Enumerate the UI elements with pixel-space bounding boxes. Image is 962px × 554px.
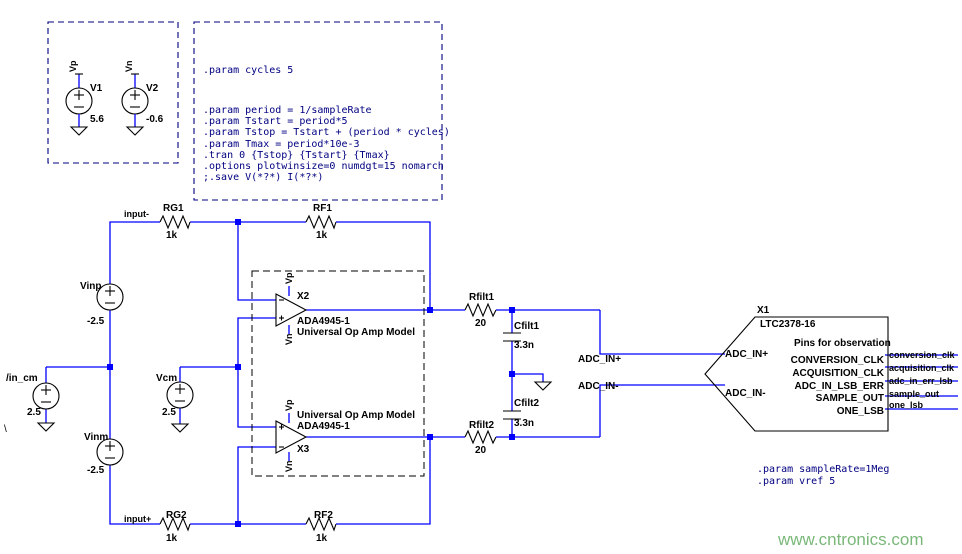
directive-line: .param sampleRate=1Meg bbox=[757, 464, 889, 475]
svg-text:Vp: Vp bbox=[284, 399, 294, 411]
opamp-x2[interactable]: Vp Vn X2 ADA4945-1 Universal Op Amp Mode… bbox=[275, 272, 415, 345]
resistor-rf2[interactable]: RF2 1k bbox=[305, 510, 337, 544]
svg-text:Vp: Vp bbox=[284, 272, 294, 284]
svg-text:1k: 1k bbox=[166, 230, 178, 241]
svg-text:SAMPLE_OUT: SAMPLE_OUT bbox=[816, 393, 884, 404]
svg-text:ADA4945-1: ADA4945-1 bbox=[297, 421, 350, 432]
supply-v2[interactable]: Vn V2 -0.6 bbox=[121, 60, 164, 136]
supply-v1[interactable]: Vp V1 5.6 bbox=[65, 60, 104, 136]
source-vinp[interactable]: Vinp -2.5 bbox=[80, 281, 124, 327]
net-label-input-minus: input- bbox=[124, 209, 149, 219]
svg-text:-0.6: -0.6 bbox=[146, 114, 164, 125]
svg-text:1k: 1k bbox=[316, 230, 328, 241]
svg-text:Vcm: Vcm bbox=[156, 373, 177, 384]
adc-ltc2378-16[interactable]: X1 LTC2378-16 Pins for observation ADC_I… bbox=[704, 305, 891, 432]
resistor-rg1[interactable]: RG1 1k bbox=[159, 203, 191, 241]
directive-line: .param Tstart = period*5 bbox=[203, 116, 348, 127]
svg-text:ACQUISITION_CLK: ACQUISITION_CLK bbox=[792, 368, 884, 379]
svg-text:ONE_LSB: ONE_LSB bbox=[837, 406, 884, 417]
svg-text:Cfilt1: Cfilt1 bbox=[514, 321, 539, 332]
svg-text:Pins for observation: Pins for observation bbox=[794, 338, 891, 349]
directive-line: .param period = 1/sampleRate bbox=[203, 105, 372, 116]
svg-text:Vinp: Vinp bbox=[80, 281, 101, 292]
source-vinm[interactable]: Vinm -2.5 bbox=[84, 432, 124, 476]
svg-text:Vn: Vn bbox=[284, 460, 294, 472]
svg-text:3.3n: 3.3n bbox=[514, 340, 534, 351]
svg-text:sample_out: sample_out bbox=[889, 389, 939, 399]
svg-text:3.3n: 3.3n bbox=[514, 418, 534, 429]
directive-line: .param cycles 5 bbox=[203, 65, 293, 76]
directive-line: .tran 0 {Tstop} {Tstart} {Tmax} bbox=[203, 150, 390, 161]
directive-line: .param vref 5 bbox=[757, 476, 835, 487]
junctions bbox=[107, 219, 515, 527]
svg-text:adc_in_err_lsb: adc_in_err_lsb bbox=[889, 376, 953, 386]
net-label-adc-in-minus: ADC_IN- bbox=[578, 381, 619, 392]
svg-text:X1: X1 bbox=[757, 305, 770, 316]
svg-text:RG1: RG1 bbox=[163, 203, 184, 214]
svg-text:Vinm: Vinm bbox=[84, 432, 108, 443]
svg-text:Vp: Vp bbox=[68, 60, 78, 72]
opamp-x3[interactable]: Vp Vn Universal Op Amp Model ADA4945-1 X… bbox=[275, 399, 415, 472]
svg-text:2.5: 2.5 bbox=[27, 407, 41, 418]
svg-text:V1: V1 bbox=[90, 83, 103, 94]
svg-text:Rfilt2: Rfilt2 bbox=[469, 420, 494, 431]
svg-text:one_lsb: one_lsb bbox=[889, 400, 924, 410]
svg-text:RF2: RF2 bbox=[314, 510, 333, 521]
resistor-rf1[interactable]: RF1 1k bbox=[305, 203, 337, 241]
svg-text:X2: X2 bbox=[297, 291, 310, 302]
svg-text:Vn: Vn bbox=[124, 60, 134, 72]
svg-text:-2.5: -2.5 bbox=[87, 316, 105, 327]
adc-output-labels: conversion_clk acquisition_clk adc_in_er… bbox=[889, 350, 956, 410]
svg-text:Cfilt2: Cfilt2 bbox=[514, 398, 539, 409]
watermark: www.cntronics.com bbox=[777, 530, 923, 549]
resistor-rg2[interactable]: RG2 1k bbox=[159, 510, 191, 544]
directive-line: .options plotwinsize=0 numdgt=15 nomarch bbox=[203, 161, 444, 172]
backslash-label: \ bbox=[4, 424, 7, 435]
net-label-input-plus: input+ bbox=[124, 514, 151, 524]
supply-box bbox=[47, 21, 179, 164]
svg-text:RG2: RG2 bbox=[166, 510, 187, 521]
svg-text:ADC_IN-: ADC_IN- bbox=[725, 388, 766, 399]
svg-text:V2: V2 bbox=[146, 83, 159, 94]
directive-line: .param Tmax = period*10e-3 bbox=[203, 139, 360, 150]
svg-text:RF1: RF1 bbox=[313, 203, 332, 214]
svg-text:ADC_IN+: ADC_IN+ bbox=[725, 349, 768, 360]
ground-symbol bbox=[534, 381, 552, 391]
svg-text:20: 20 bbox=[475, 445, 487, 456]
svg-text:Rfilt1: Rfilt1 bbox=[469, 292, 494, 303]
svg-text:Universal Op Amp Model: Universal Op Amp Model bbox=[297, 410, 415, 421]
directive-line: .param Tstop = Tstart + (period * cycles… bbox=[203, 127, 450, 138]
capacitor-cfilt2[interactable]: Cfilt2 3.3n bbox=[503, 398, 539, 429]
svg-text:/in_cm: /in_cm bbox=[6, 373, 38, 384]
svg-text:1k: 1k bbox=[316, 533, 328, 544]
source-vcm[interactable]: Vcm 2.5 bbox=[156, 373, 194, 433]
directive-box bbox=[193, 21, 443, 201]
svg-text:ADC_IN_LSB_ERR: ADC_IN_LSB_ERR bbox=[795, 381, 885, 392]
svg-text:20: 20 bbox=[475, 318, 487, 329]
wires bbox=[45, 221, 958, 525]
opamp-block-outline bbox=[251, 270, 425, 477]
svg-text:2.5: 2.5 bbox=[162, 407, 176, 418]
resistor-rfilt1[interactable]: Rfilt1 20 bbox=[464, 292, 497, 329]
svg-text:CONVERSION_CLK: CONVERSION_CLK bbox=[791, 355, 885, 366]
svg-text:5.6: 5.6 bbox=[90, 114, 104, 125]
svg-text:acquisition_clk: acquisition_clk bbox=[889, 363, 955, 373]
svg-text:LTC2378-16: LTC2378-16 bbox=[760, 319, 816, 330]
directive-line: ;.save V(*?*) I(*?*) bbox=[203, 172, 323, 183]
net-label-adc-in-plus: ADC_IN+ bbox=[578, 354, 621, 365]
source-vin-cm[interactable]: /in_cm 2.5 bbox=[6, 373, 60, 432]
svg-text:X3: X3 bbox=[297, 444, 310, 455]
svg-text:-2.5: -2.5 bbox=[87, 465, 105, 476]
svg-text:conversion_clk: conversion_clk bbox=[889, 350, 956, 360]
svg-text:1k: 1k bbox=[166, 533, 178, 544]
svg-text:ADA4945-1: ADA4945-1 bbox=[297, 316, 350, 327]
capacitor-cfilt1[interactable]: Cfilt1 3.3n bbox=[503, 321, 539, 351]
resistor-rfilt2[interactable]: Rfilt2 20 bbox=[464, 420, 497, 456]
svg-text:Vn: Vn bbox=[284, 333, 294, 345]
svg-text:Universal Op Amp Model: Universal Op Amp Model bbox=[297, 327, 415, 338]
